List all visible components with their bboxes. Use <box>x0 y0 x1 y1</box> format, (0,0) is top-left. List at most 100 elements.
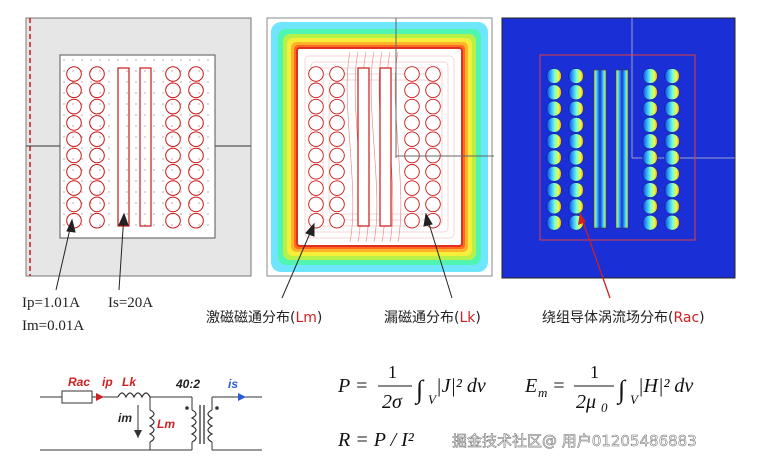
winding-conductor <box>308 115 324 131</box>
mesh-dot <box>144 136 146 138</box>
winding-conductor <box>89 196 105 213</box>
mesh-dot <box>81 169 83 171</box>
svg-text:∫: ∫ <box>414 375 425 405</box>
winding-conductor <box>89 164 105 180</box>
mesh-dot <box>162 70 164 72</box>
mesh-dot <box>135 158 137 160</box>
winding-conductor <box>329 164 345 180</box>
mesh-dot <box>171 103 173 105</box>
im-label: im <box>118 411 132 425</box>
mesh-dot <box>144 202 146 204</box>
winding-conductor <box>89 115 105 131</box>
mesh-dot <box>90 59 92 61</box>
winding-conductor <box>89 131 105 147</box>
mesh-dot <box>108 224 110 226</box>
eddy-conductor <box>642 133 658 149</box>
mesh-dot <box>99 114 101 116</box>
mesh-dot <box>99 59 101 61</box>
mesh-dot <box>153 81 155 83</box>
winding-conductor <box>89 82 105 99</box>
eddy-conductor <box>568 198 584 215</box>
mesh-dot <box>180 147 182 149</box>
mesh-dot <box>90 136 92 138</box>
mesh-dot <box>144 213 146 215</box>
winding-conductor <box>425 115 441 131</box>
mesh-dot <box>189 202 191 204</box>
polarity-dot <box>215 406 219 410</box>
mesh-dot <box>153 125 155 127</box>
eddy-conductor <box>546 214 562 231</box>
mesh-dot <box>126 202 128 204</box>
winding-conductor <box>165 131 181 147</box>
winding-conductor <box>165 82 181 99</box>
mesh-dot <box>207 147 209 149</box>
mesh-dot <box>180 125 182 127</box>
svg-text:V: V <box>630 392 640 407</box>
mesh-dot <box>180 81 182 83</box>
winding-conductor <box>404 131 420 147</box>
mesh-dot <box>198 224 200 226</box>
winding-conductor <box>404 98 420 115</box>
winding-conductor <box>188 98 204 115</box>
mesh-dot <box>126 125 128 127</box>
eddy-conductor <box>642 182 658 198</box>
mesh-dot <box>207 59 209 61</box>
eddy-conductor <box>546 117 562 133</box>
mesh-dot <box>126 169 128 171</box>
mesh-dot <box>162 114 164 116</box>
eddy-conductor <box>546 100 562 117</box>
conductor-array <box>66 66 204 229</box>
winding-conductor <box>188 147 204 164</box>
mesh-dot <box>126 81 128 83</box>
eddy-conductor <box>642 166 658 182</box>
mesh-dot <box>144 147 146 149</box>
polarity-dot <box>185 406 189 410</box>
mesh-dot <box>162 169 164 171</box>
winding-conductor <box>404 115 420 131</box>
mesh-dot <box>144 92 146 94</box>
mesh-dot <box>180 103 182 105</box>
eddy-conductor <box>664 149 680 166</box>
winding-conductor <box>165 212 181 229</box>
mesh-dot <box>180 59 182 61</box>
mesh-dot <box>108 114 110 116</box>
winding-conductor <box>66 196 82 213</box>
mesh-dot <box>99 136 101 138</box>
mesh-dot <box>189 180 191 182</box>
winding-conductor <box>66 131 82 147</box>
eddy-conductor <box>642 68 658 84</box>
mesh-dot <box>108 59 110 61</box>
mesh-dot <box>108 158 110 160</box>
mesh-dot <box>72 92 74 94</box>
winding-conductor <box>89 212 105 229</box>
mesh-dot <box>90 81 92 83</box>
mesh-dot <box>207 158 209 160</box>
mesh-dot <box>135 147 137 149</box>
mesh-dot <box>63 136 65 138</box>
eddy-conductor <box>546 149 562 166</box>
mesh-dot <box>180 191 182 193</box>
mesh-dot <box>90 213 92 215</box>
eddy-conductor <box>664 100 680 117</box>
mesh-dot <box>198 70 200 72</box>
mesh-dot <box>90 169 92 171</box>
eddy-conductor <box>546 84 562 101</box>
winding-conductor <box>66 147 82 164</box>
winding-conductor <box>66 66 82 82</box>
mesh-dot <box>198 169 200 171</box>
mesh-dot <box>189 147 191 149</box>
mesh-dot <box>162 136 164 138</box>
primary-current-label: Ip=1.01A <box>22 295 80 311</box>
mesh-dot <box>72 70 74 72</box>
winding-conductor <box>188 164 204 180</box>
mesh-dot <box>144 70 146 72</box>
eddy-conductor <box>664 117 680 133</box>
mesh-dot <box>126 59 128 61</box>
svg-text:|J|² dv: |J|² dv <box>436 375 486 397</box>
winding-conductor <box>308 82 324 99</box>
mesh-dot <box>135 59 137 61</box>
eddy-conductor <box>568 166 584 182</box>
mesh-dot <box>153 224 155 226</box>
mesh-dot <box>126 158 128 160</box>
